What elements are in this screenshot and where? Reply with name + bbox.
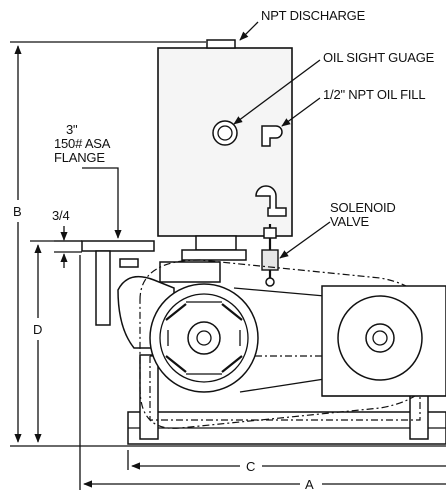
tank xyxy=(157,39,293,261)
flange-label-line3: FLANGE xyxy=(54,150,105,165)
oil-sight-gauge-label: OIL SIGHT GUAGE xyxy=(323,50,435,65)
fraction-dimension xyxy=(54,226,82,268)
solenoid-label-line1: SOLENOID xyxy=(330,200,396,215)
flange xyxy=(81,240,155,326)
fraction-label: 3/4 xyxy=(52,208,69,223)
npt-discharge-label: NPT DISCHARGE xyxy=(261,8,366,23)
oil-fill-icon xyxy=(261,125,283,147)
oil-sight-gauge-icon xyxy=(212,120,238,146)
flange-leader xyxy=(82,167,122,239)
dimension-d xyxy=(30,240,82,443)
motor xyxy=(321,285,446,397)
discharge-leader xyxy=(239,21,259,41)
solenoid-label-line2: VALVE xyxy=(330,214,370,229)
discharge-nozzle xyxy=(206,39,236,49)
dimension-c-label: C xyxy=(246,459,255,474)
dimension-a xyxy=(79,255,446,490)
dimension-c xyxy=(127,450,446,470)
dimension-d-label: D xyxy=(33,322,42,337)
pump xyxy=(117,261,259,393)
flange-label-line2: 150# ASA xyxy=(54,136,111,151)
solenoid-valve xyxy=(261,224,279,287)
oil-fill-leader xyxy=(281,97,321,127)
oil-sight-leader xyxy=(233,59,321,125)
dimension-b xyxy=(10,41,446,447)
dimension-a-label: A xyxy=(305,477,314,492)
solenoid-leader xyxy=(279,221,331,259)
dimension-b-label: B xyxy=(13,204,21,219)
oil-fill-label: 1/2" NPT OIL FILL xyxy=(323,87,425,102)
flange-label-line1: 3" xyxy=(66,122,78,137)
